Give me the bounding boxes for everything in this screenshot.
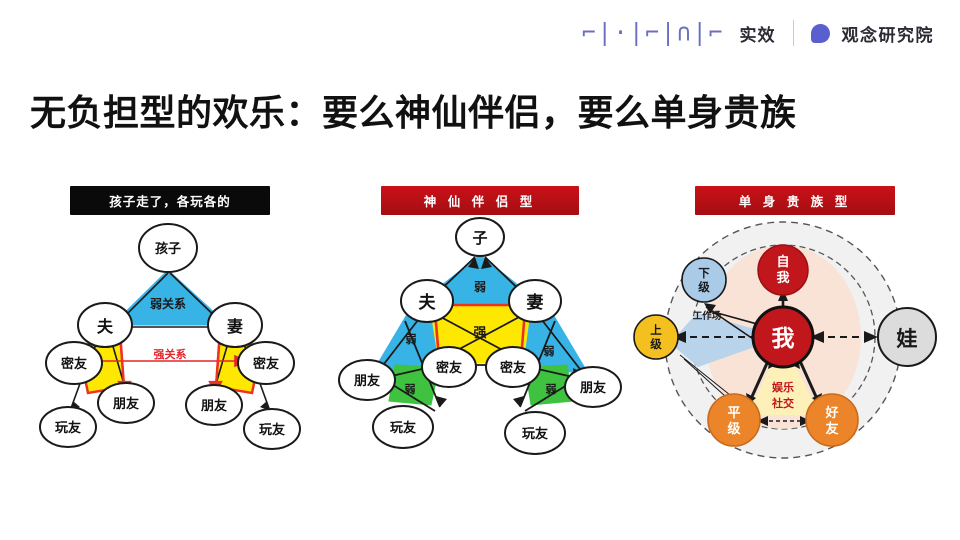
thinker-wordmark-logo: ⌐|·|⌐|∩|⌐: [581, 18, 725, 47]
panel-1-strong-tie-label: 强关系: [154, 347, 187, 361]
node-subordinate-label-line1: 下: [698, 267, 710, 280]
node-close-friend-right-label: 密友: [499, 360, 526, 376]
panel-3-diagram: 工作场 娱乐 社交: [633, 221, 937, 459]
panel-empty-nest: 孩子走了，各玩各的: [39, 186, 301, 465]
brand-bar: ⌐|·|⌐|∩|⌐ 实效 观念研究院: [582, 16, 934, 50]
node-friend-right: 朋友: [564, 366, 622, 408]
leisure-social-label-line2: 社交: [771, 396, 794, 410]
node-close-friend-left-label: 密友: [60, 356, 87, 372]
panel-perfect-couple: 神 仙 伴 侣 型: [335, 186, 625, 467]
panel-2-weak-green-left-label: 弱: [405, 383, 416, 396]
panel-2-weak-top-label: 弱: [474, 279, 486, 294]
node-self-inner-label-line2: 我: [776, 270, 789, 285]
node-friend-left-label: 朋友: [112, 396, 139, 412]
node-husband: 夫: [400, 279, 454, 323]
node-me: 我: [751, 305, 815, 369]
node-superior-label-line1: 上: [650, 323, 662, 337]
node-subordinate-label-line2: 级: [698, 280, 710, 294]
node-peer-label-line1: 平: [727, 405, 740, 420]
panel-1-caption: 孩子走了，各玩各的: [70, 186, 270, 215]
node-kid: 娃: [877, 307, 937, 367]
node-bestie-label-line1: 好: [824, 405, 838, 420]
node-wife-label: 妻: [227, 317, 243, 336]
node-close-friend-left: 密友: [45, 341, 103, 385]
node-playmate-right-label: 玩友: [522, 426, 548, 442]
node-friend-left: 朋友: [97, 382, 155, 424]
node-self-inner: 自 我: [757, 244, 809, 296]
weak-tie-region-top: [110, 269, 230, 326]
node-playmate-left-label: 玩友: [390, 420, 416, 436]
node-close-friend-right: 密友: [485, 346, 541, 388]
node-subordinate: 下 级: [681, 257, 727, 303]
panel-3-caption: 单 身 贵 族 型: [695, 186, 895, 215]
node-self-inner-label-line1: 自: [776, 254, 789, 269]
node-close-friend-left: 密友: [421, 346, 477, 388]
node-child-label: 孩子: [155, 241, 181, 257]
node-superior: 上 级: [633, 314, 679, 360]
node-friend-right: 朋友: [185, 384, 243, 426]
node-peer-label-line2: 级: [727, 421, 741, 436]
institute-name: 观念研究院: [841, 25, 934, 45]
node-playmate-right-label: 玩友: [259, 422, 285, 438]
node-husband-label: 夫: [97, 317, 114, 336]
speech-bubble-icon: [810, 23, 830, 43]
panel-2-diagram: 弱 强 弱 弱 弱 弱 子 夫 妻: [338, 217, 622, 455]
node-child: 子: [455, 217, 505, 257]
node-husband-label: 夫: [419, 292, 437, 313]
node-close-friend-left-label: 密友: [435, 360, 462, 376]
node-wife-label: 妻: [527, 293, 544, 313]
node-playmate-left-label: 玩友: [55, 420, 81, 436]
node-superior-label-line2: 级: [650, 337, 662, 351]
panel-2-weak-left-label: 弱: [406, 333, 417, 346]
panel-2-caption: 神 仙 伴 侣 型: [381, 186, 579, 215]
brand-name-cn: 实效: [739, 25, 776, 45]
panel-1-weak-tie-label: 弱关系: [150, 296, 186, 311]
brand-divider: [792, 20, 794, 46]
node-kid-label: 娃: [896, 328, 918, 351]
node-playmate-right: 玩友: [504, 411, 566, 455]
node-close-friend-right: 密友: [237, 341, 295, 385]
panel-1-diagram: 强关系 孩子 弱关系 夫 妻 密友: [39, 223, 301, 450]
node-playmate-right: 玩友: [243, 408, 301, 450]
node-wife: 妻: [207, 302, 263, 348]
panel-2-strong-center-label: 强: [473, 326, 486, 341]
node-child-label: 子: [472, 229, 487, 247]
node-husband: 夫: [77, 302, 133, 348]
node-child: 孩子: [138, 223, 198, 273]
node-me-label: 我: [772, 325, 795, 351]
workplace-label: 工作场: [693, 310, 722, 322]
leisure-social-label-line1: 娱乐: [772, 380, 794, 394]
panel-2-weak-right-label: 弱: [544, 345, 555, 358]
leisure-social-region: [747, 341, 820, 415]
node-playmate-left: 玩友: [372, 405, 434, 449]
node-friend-right-label: 朋友: [579, 380, 606, 396]
panel-single-noble: 单 身 贵 族 型 工作场 娱乐 社交: [633, 186, 940, 470]
node-close-friend-right-label: 密友: [252, 356, 279, 372]
node-friend-left: 朋友: [338, 359, 396, 401]
node-peer: 平 级: [707, 393, 761, 447]
node-playmate-left: 玩友: [39, 406, 97, 448]
page-title: 无负担型的欢乐：要么神仙伴侣，要么单身贵族: [30, 92, 797, 133]
node-friend-left-label: 朋友: [353, 373, 380, 389]
node-bestie-label-line2: 友: [825, 421, 838, 436]
panel-2-weak-green-right-label: 弱: [546, 383, 557, 396]
node-wife: 妻: [508, 279, 562, 323]
node-bestie: 好 友: [805, 393, 859, 447]
node-friend-right-label: 朋友: [200, 398, 227, 414]
